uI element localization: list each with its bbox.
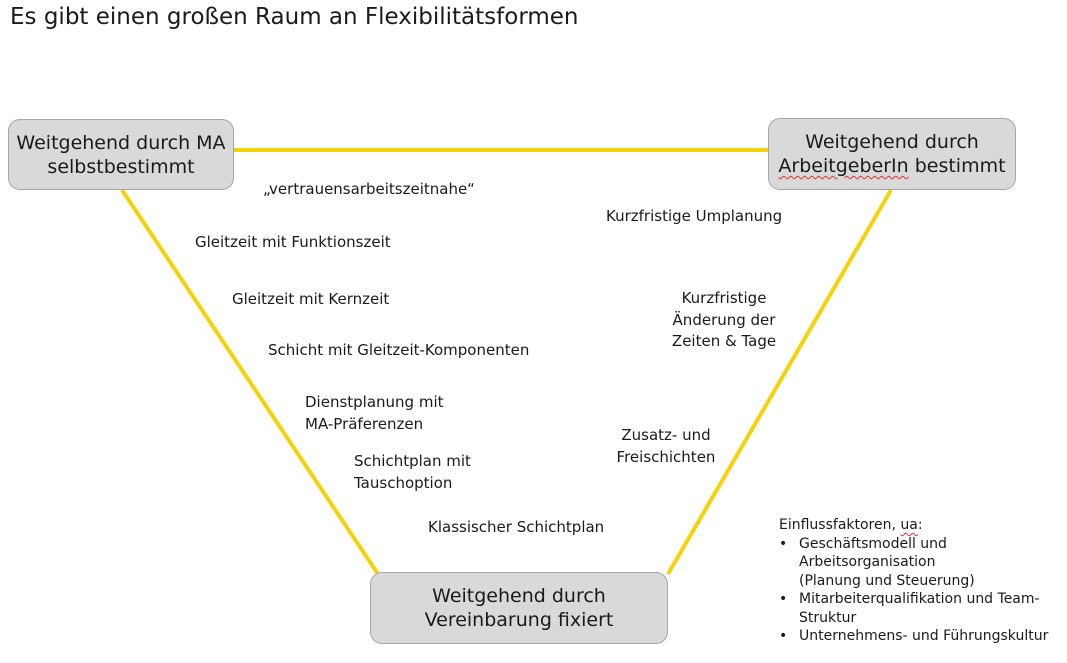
label-vertrauensarbeitszeit: „vertrauensarbeitszeitnahe“ xyxy=(263,180,475,198)
factor-1-line2: Arbeitsorganisation xyxy=(799,554,936,570)
label-schichtplan-tausch: Schichtplan mit Tauschoption xyxy=(354,451,471,494)
influence-factors-heading: Einflussfaktoren, ua: xyxy=(779,516,1064,535)
influence-factors-heading-end: : xyxy=(917,517,923,533)
corner-self-determined: Weitgehend durch MA selbstbestimmt xyxy=(8,119,234,190)
corner-agreement-fixed-line1: Weitgehend durch xyxy=(432,585,606,607)
label-schichtplan-tausch-line2: Tauschoption xyxy=(354,473,453,492)
label-zusatz-freischichten: Zusatz- und Freischichten xyxy=(612,425,720,468)
label-dienstplanung: Dienstplanung mit MA-Präferenzen xyxy=(305,392,444,435)
label-schicht-gleitzeit: Schicht mit Gleitzeit-Komponenten xyxy=(268,341,530,359)
corner-agreement-fixed-line2: Vereinbarung fixiert xyxy=(424,609,614,631)
right-connector-line xyxy=(666,188,893,576)
factor-1-line3: (Planung und Steuerung) xyxy=(799,572,975,589)
corner-employer-determined-rest: bestimmt xyxy=(908,155,1006,177)
corner-employer-determined-line1: Weitgehend durch xyxy=(805,131,979,153)
label-kurzfristige-aenderung: Kurzfristige Änderung der Zeiten & Tage xyxy=(668,288,780,353)
left-connector-line xyxy=(120,188,380,576)
spellcheck-marked-word: ArbeitgeberIn xyxy=(778,155,909,177)
influence-factors-heading-main: Einflussfaktoren, xyxy=(779,517,901,533)
label-kurzfristige-umplanung: Kurzfristige Umplanung xyxy=(606,207,783,225)
factor-2-line1: Mitarbeiterqualifikation und Team- xyxy=(799,591,1040,607)
label-klassischer-schichtplan: Klassischer Schichtplan xyxy=(428,518,605,536)
influence-factors-heading-marked: ua xyxy=(900,517,918,533)
corner-employer-determined-line2: ArbeitgeberIn bestimmt xyxy=(778,154,1005,178)
label-zusatz-freischichten-line2: Freischichten xyxy=(616,447,716,466)
corner-self-determined-line1: Weitgehend durch MA xyxy=(16,131,226,154)
label-kurzfristige-aenderung-line1: Kurzfristige xyxy=(681,289,767,307)
corner-agreement-fixed: Weitgehend durch Vereinbarung fixiert xyxy=(370,572,668,644)
label-gleitzeit-funktionszeit: Gleitzeit mit Funktionszeit xyxy=(195,233,391,251)
label-kurzfristige-aenderung-line2: Änderung der xyxy=(672,310,776,329)
label-dienstplanung-line1: Dienstplanung mit xyxy=(305,393,444,411)
influence-factors: Einflussfaktoren, ua: Geschäftsmodell un… xyxy=(779,516,1064,646)
list-item: Geschäftsmodell und Arbeitsorganisation … xyxy=(779,535,1064,591)
factor-2-line2: Struktur xyxy=(799,609,857,626)
corner-self-determined-line2: selbstbestimmt xyxy=(47,155,195,178)
label-dienstplanung-line2: MA-Präferenzen xyxy=(305,414,424,433)
label-schichtplan-tausch-line1: Schichtplan mit xyxy=(354,452,471,470)
page-title: Es gibt einen großen Raum an Flexibilitä… xyxy=(10,4,579,30)
factor-3-line1: Unternehmens- und Führungskultur xyxy=(799,628,1049,644)
label-kurzfristige-aenderung-line3: Zeiten & Tage xyxy=(671,332,777,350)
factor-1-line1: Geschäftsmodell und xyxy=(799,535,947,552)
influence-factors-list: Geschäftsmodell und Arbeitsorganisation … xyxy=(779,535,1064,646)
corner-employer-determined: Weitgehend durch ArbeitgeberIn bestimmt xyxy=(768,118,1016,190)
label-zusatz-freischichten-line1: Zusatz- und xyxy=(621,426,711,444)
list-item: Unternehmens- und Führungskultur xyxy=(779,627,1064,646)
list-item: Mitarbeiterqualifikation und Team- Struk… xyxy=(779,590,1064,627)
label-gleitzeit-kernzeit: Gleitzeit mit Kernzeit xyxy=(232,290,390,308)
